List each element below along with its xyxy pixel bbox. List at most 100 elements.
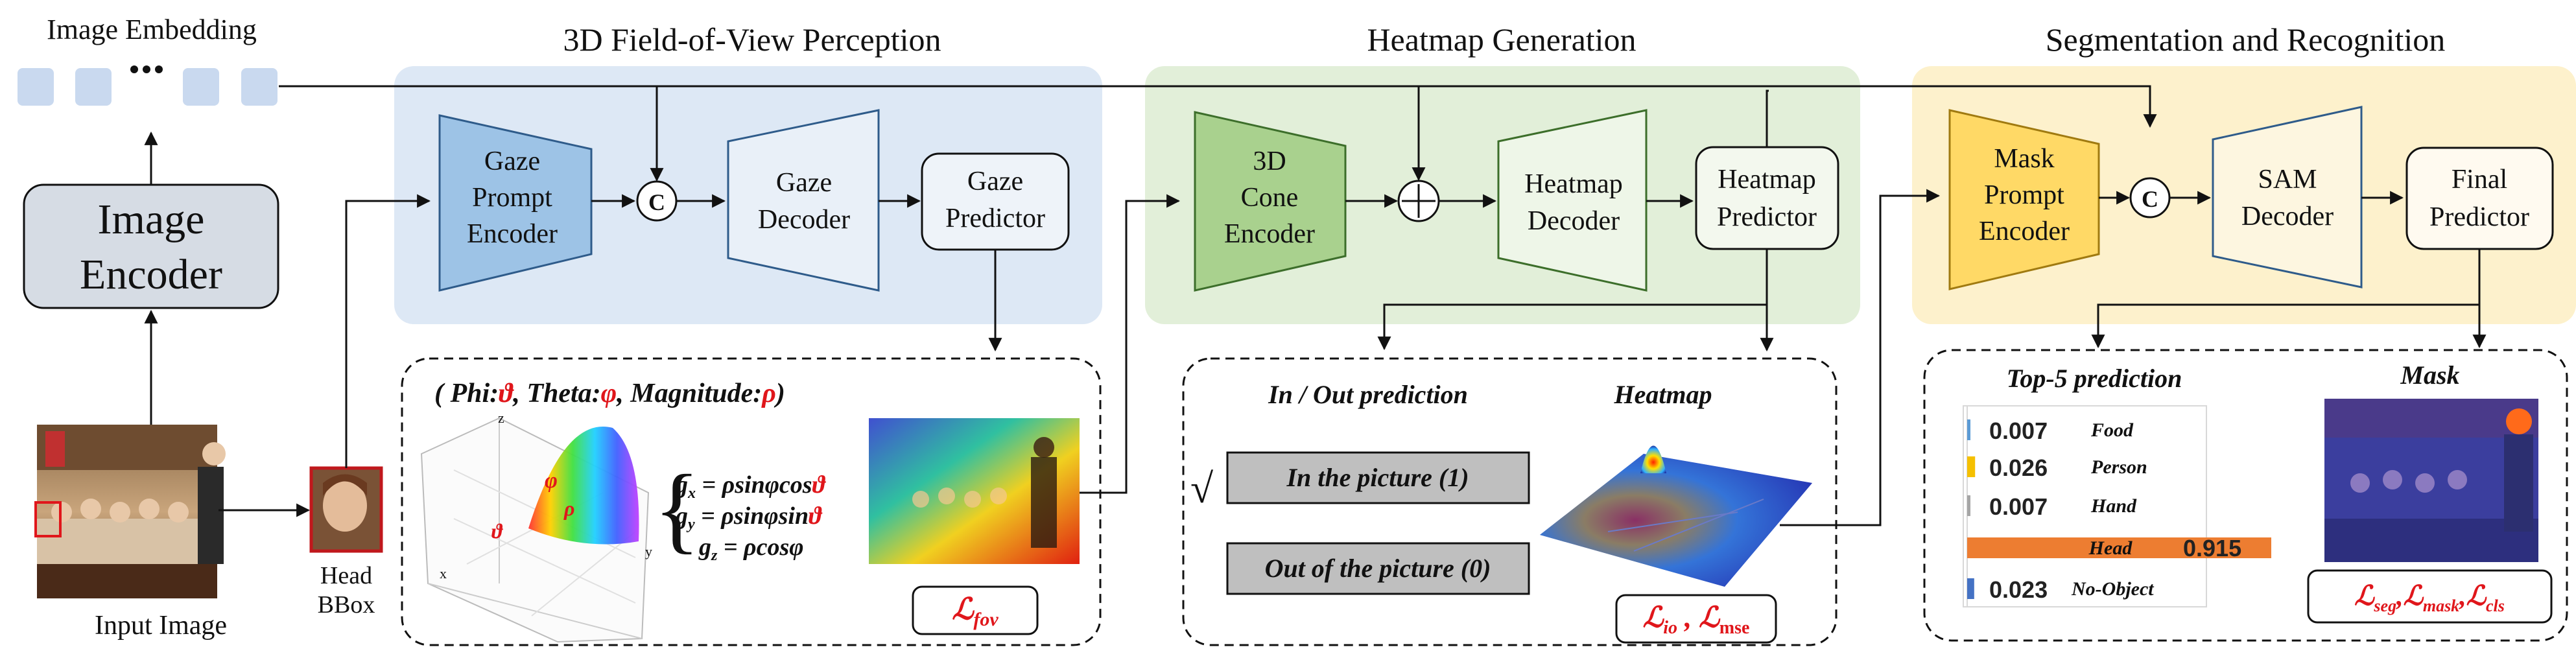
fov-params: ( Phi:ϑ, Theta:φ, Magnitude:ρ) [434, 379, 785, 408]
mask-prompt-encoder-label: Encoder [1979, 217, 2070, 246]
cone-encoder-label: Encoder [1224, 219, 1315, 249]
axis-x-label: x [440, 565, 447, 582]
heatmap-detail-box [1182, 357, 1837, 646]
final-predictor-label: Final [2452, 165, 2507, 194]
embedding-token [183, 68, 219, 106]
axis-z-label: z [498, 410, 504, 426]
heatmap-label: Heatmap [1613, 380, 1712, 409]
arrow [1780, 189, 1941, 526]
concat-symbol: C [648, 189, 665, 215]
loss-io-mse-label: ℒio , ℒmse [1643, 602, 1750, 638]
heatmap-predictor-label: Predictor [1717, 202, 1817, 232]
seg-detail-box [1923, 349, 2568, 642]
ellipsis-dot [130, 65, 138, 73]
top5-bar [1967, 495, 1970, 516]
arrow [345, 194, 431, 468]
fov-detail-box [401, 357, 1102, 646]
fov-title: 3D Field-of-View Perception [563, 21, 941, 58]
gaze-decoder [727, 109, 880, 292]
gaze-decoder-label: Gaze [776, 168, 832, 198]
ellipsis-dot [143, 65, 150, 73]
embedding-token [75, 68, 112, 106]
top5-chart-frame [1963, 405, 2207, 607]
head-bbox-label: BBox [318, 591, 375, 618]
loss-seg-label: ℒseg,ℒmask,ℒcls [2354, 582, 2505, 615]
arrow [2091, 303, 2479, 349]
top5-bar [1967, 456, 1976, 477]
seg-title: Segmentation and Recognition [2046, 21, 2446, 58]
top5-score-label: 0.023 [1989, 576, 2048, 603]
head-bbox-marker [34, 501, 62, 537]
fov-3d-plot [420, 417, 650, 643]
in-picture-box [1226, 451, 1530, 504]
top5-score-label: 0.007 [1989, 418, 2048, 444]
mask-label: Mask [2400, 360, 2459, 390]
heatmap-decoder-label: Heatmap [1524, 169, 1623, 199]
top5-bar [1967, 537, 2271, 558]
heatmap-surface [1540, 445, 1812, 587]
equation-gx: gx = ρsinφcosϑ [675, 471, 827, 502]
equation-gy: gy = ρsinφsinϑ [675, 502, 823, 533]
mask-head-highlight [2506, 408, 2532, 434]
in-picture-label: In the picture (1) [1286, 463, 1469, 492]
sam-decoder-label: SAM [2258, 165, 2317, 194]
gaze-decoder-label: Decoder [758, 205, 850, 235]
heatmap-decoder [1497, 109, 1648, 292]
final-predictor [2405, 147, 2554, 250]
gaze-predictor-label: Gaze [967, 167, 1023, 196]
embedding-tokens [18, 65, 278, 106]
ellipsis-dot [155, 65, 163, 73]
arrow [1080, 194, 1181, 494]
final-predictor-label: Predictor [2429, 202, 2529, 232]
heatmap-predictor [1695, 146, 1839, 250]
equation-brace: { [654, 455, 700, 563]
embedding-token [18, 68, 54, 106]
top5-score-label: 0.915 [2183, 535, 2241, 561]
top5-class-label: Food [2090, 419, 2134, 441]
mask-prompt-encoder-label: Prompt [1984, 180, 2064, 210]
top5-class-label: Hand [2090, 495, 2137, 517]
out-picture-box [1226, 542, 1530, 595]
arrow [1377, 303, 1767, 351]
mask-image [2324, 399, 2538, 562]
loss-io-mse-box [1615, 594, 1777, 644]
axis-y-label: y [645, 543, 652, 559]
cone-encoder-label: 3D [1253, 147, 1286, 176]
top5-bar [1967, 578, 1974, 599]
heatmap-decoder-label: Decoder [1528, 206, 1620, 236]
equation-gz: gz = ρcosφ [698, 534, 803, 564]
sam-decoder [2212, 106, 2363, 288]
loss-fov-label: ℒfov [952, 593, 998, 630]
gaze-prompt-encoder-label: Prompt [472, 183, 552, 213]
sam-decoder-label: Decoder [2241, 202, 2334, 231]
seg-concat-symbol: C [2142, 186, 2158, 212]
image-encoder-label: Image [98, 196, 205, 243]
mask-prompt-encoder-label: Mask [1994, 144, 2054, 174]
gaze-prompt-encoder-label: Gaze [484, 147, 540, 176]
fov-overlay-image [869, 418, 1080, 564]
check-mark: √ [1190, 465, 1214, 512]
gaze-predictor-label: Predictor [945, 204, 1045, 233]
gaze-prompt-encoder [438, 114, 593, 292]
top5-bar [1967, 419, 1970, 440]
plot-rho-symbol: ρ [563, 497, 574, 520]
input-image [34, 425, 226, 598]
inout-title: In / Out prediction [1268, 380, 1468, 409]
head-crop [309, 466, 383, 553]
head-bbox-label: Head [320, 562, 372, 589]
loss-seg-box [2307, 569, 2553, 624]
out-picture-label: Out of the picture (0) [1265, 554, 1491, 583]
input-image-label: Input Image [95, 611, 227, 641]
top5-class-label: Person [2090, 456, 2147, 478]
top5-title: Top-5 prediction [2007, 364, 2182, 393]
top5-score-label: 0.026 [1989, 454, 2048, 481]
top5-class-label: Head [2088, 537, 2133, 559]
image-encoder-label: Encoder [80, 251, 222, 298]
loss-fov-box [912, 585, 1039, 635]
top5-class-label: No-Object [2071, 578, 2155, 600]
cone-encoder [1194, 111, 1347, 292]
embedding-line [279, 85, 2157, 128]
top5-score-label: 0.007 [1989, 493, 2048, 520]
